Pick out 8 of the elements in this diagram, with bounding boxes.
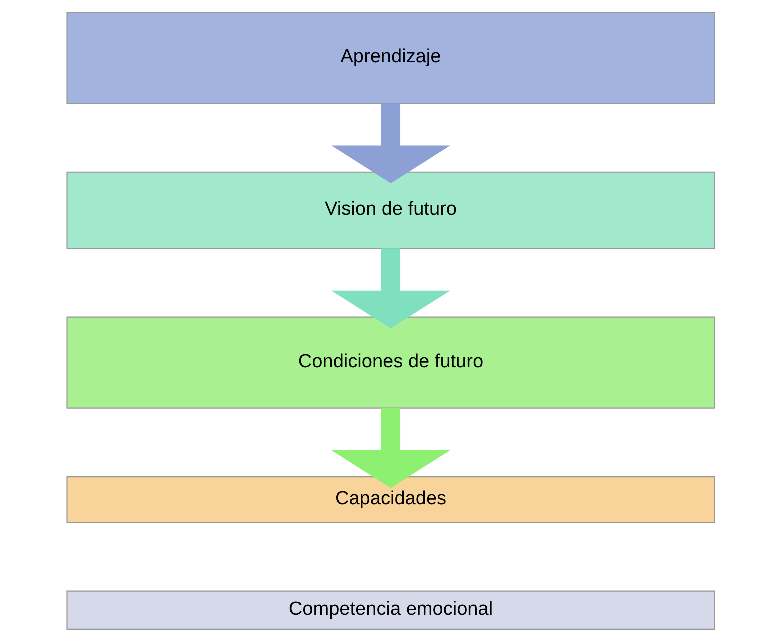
arrow [331,248,450,329]
node-box: Competencia emocional [66,590,715,630]
node-box: Capacidades [66,476,715,524]
node-box: Vision de futuro [66,172,715,250]
node-box: Aprendizaje [66,12,715,104]
arrow [331,408,450,488]
node-box: Condiciones de futuro [66,316,715,409]
arrow [331,104,450,184]
